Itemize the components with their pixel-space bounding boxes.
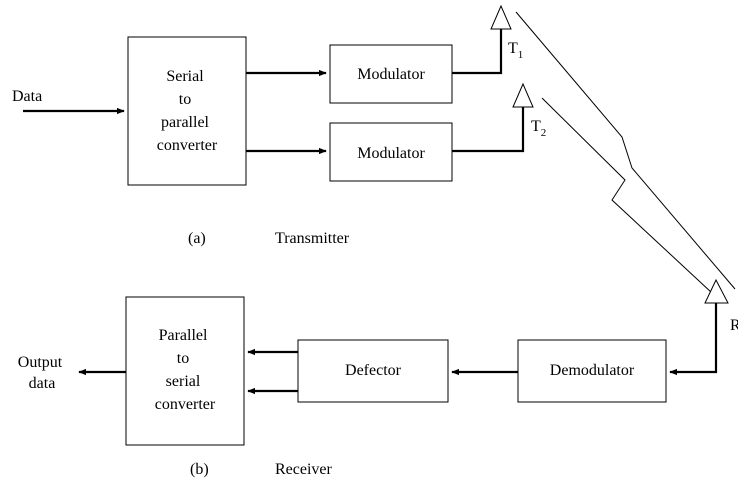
wireless-link-t1-r (515, 11, 736, 290)
antenna-r-label: R (730, 317, 738, 334)
output-data-label: Output data (18, 354, 66, 392)
modulator-1-to-antenna-wire (452, 29, 503, 75)
receiver-section: R Demodulator Defector Parallel to seria… (18, 278, 738, 478)
demodulator-block (517, 339, 667, 403)
transmitter-section: Data Serial to parallel converter Modula… (12, 4, 546, 247)
modulator-2-to-antenna-wire (452, 107, 525, 153)
transmitter-caption-tag: (a) (188, 230, 206, 247)
serial-to-parallel-label: Serial to parallel converter (157, 68, 218, 154)
antenna-t1-label: T1 (508, 40, 523, 61)
modulator-2-label: Modulator (357, 145, 425, 162)
detector-label: Defector (345, 362, 402, 379)
demodulator-label: Demodulator (550, 362, 635, 379)
parallel-to-serial-converter-block (125, 296, 245, 446)
antenna-r-icon (704, 278, 729, 304)
antenna-to-demodulator-arrow (669, 303, 718, 376)
modulator-1-block (329, 44, 453, 104)
antenna-t2-label: T2 (531, 118, 546, 139)
serial-to-parallel-converter-block (127, 36, 247, 186)
receiver-caption: Receiver (275, 461, 333, 478)
wireless-link-t2-r (541, 97, 713, 294)
transmitter-caption: Transmitter (275, 230, 350, 247)
antenna-t2-icon (512, 82, 534, 108)
parallel-to-serial-label: Parallel to serial converter (155, 327, 216, 413)
data-input-label: Data (12, 88, 42, 105)
wireless-links (515, 11, 736, 294)
antenna-t1-icon (490, 4, 512, 30)
receiver-caption-tag: (b) (190, 461, 209, 478)
detector-block (297, 339, 449, 403)
modulator-1-label: Modulator (357, 66, 425, 83)
